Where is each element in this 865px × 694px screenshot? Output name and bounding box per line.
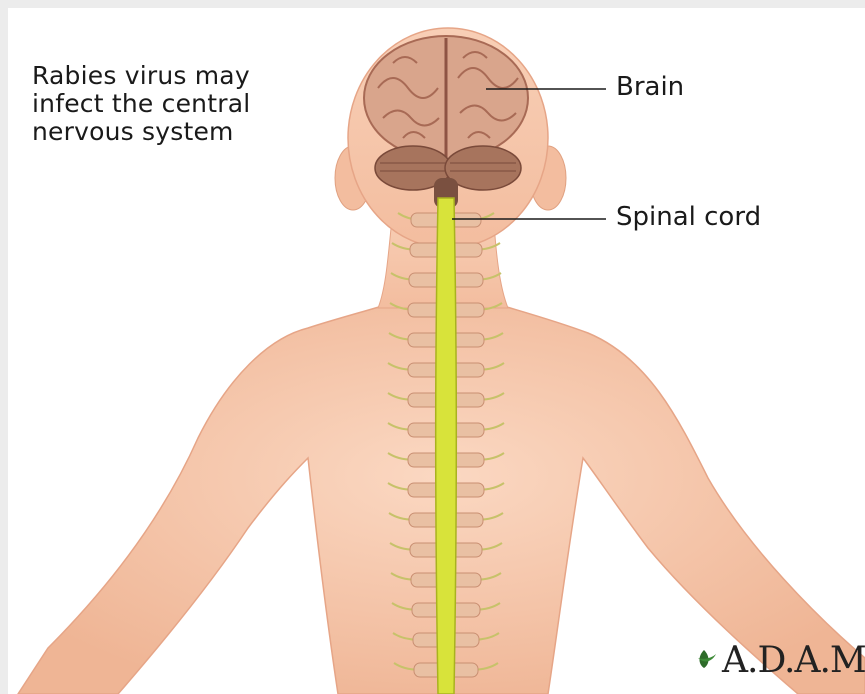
illustration-panel: Rabies virus may infect the central nerv… — [8, 8, 865, 694]
brain-shape — [364, 36, 528, 208]
spinal-cord-label: Spinal cord — [616, 202, 761, 232]
adam-logo: A.D.A.M. — [692, 640, 865, 681]
spinal-cord-shape — [436, 198, 457, 694]
brain-label: Brain — [616, 72, 684, 102]
diagram-caption: Rabies virus may infect the central nerv… — [32, 62, 250, 146]
adam-logo-text: A.D.A.M. — [722, 640, 865, 681]
